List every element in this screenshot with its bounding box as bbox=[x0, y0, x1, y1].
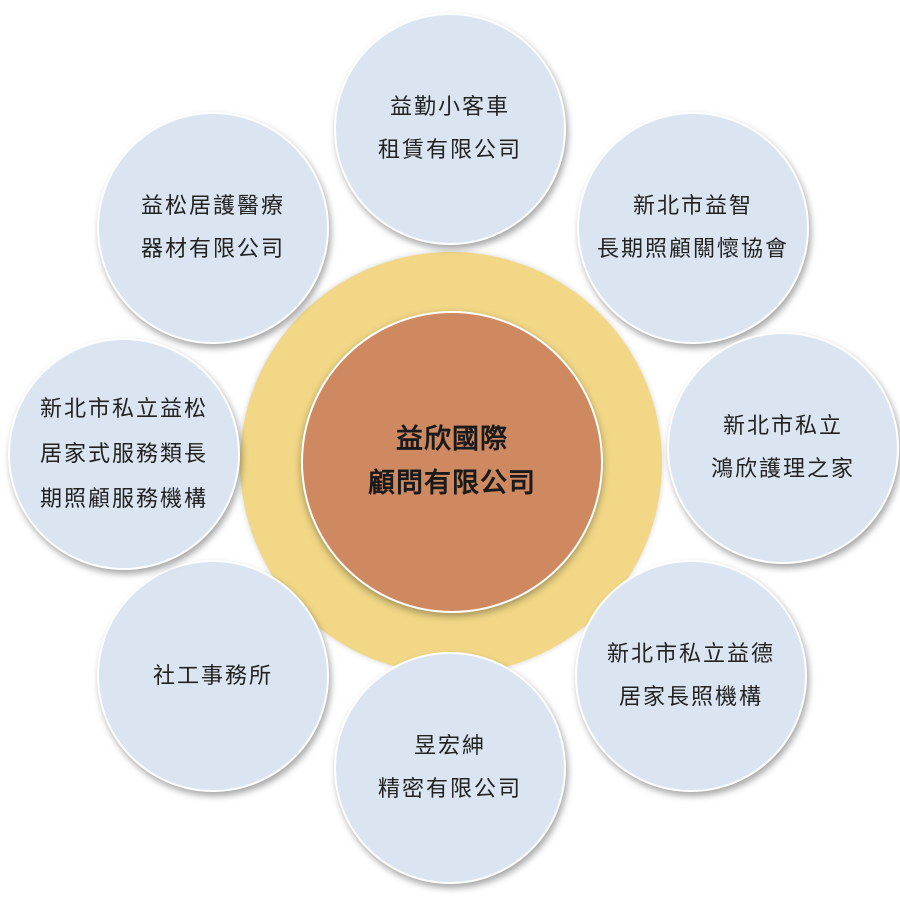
hub-label: 益欣國際 顧問有限公司 bbox=[368, 418, 536, 506]
node-label: 新北市私立 鴻欣護理之家 bbox=[711, 405, 855, 491]
node-yide-home-care: 新北市私立益德 居家長照機構 bbox=[575, 560, 807, 792]
node-label: 新北市益智 長期照顧關懷協會 bbox=[597, 185, 789, 271]
node-label-line: 社工事務所 bbox=[152, 663, 273, 689]
node-label-line: 新北市私立益松 bbox=[39, 396, 208, 422]
node-hongxin-nursing-home: 新北市私立 鴻欣護理之家 bbox=[667, 332, 899, 564]
node-label-line: 新北市益智 bbox=[632, 194, 753, 219]
node-label-line: 昱宏紳 bbox=[413, 734, 486, 759]
node-label-line: 居家式服務類長 bbox=[39, 441, 208, 467]
hub-label-line: 顧問有限公司 bbox=[368, 468, 536, 499]
node-label: 新北市私立益德 居家長照機構 bbox=[607, 633, 775, 719]
node-yiqin-car-rental: 益勤小客車 租賃有限公司 bbox=[334, 13, 566, 245]
node-label-line: 新北市私立 bbox=[722, 414, 843, 439]
node-yisong-home-care-agency: 新北市私立益松 居家式服務類長 期照顧服務機構 bbox=[8, 338, 240, 570]
node-label-line: 新北市私立益德 bbox=[606, 642, 775, 667]
node-label-line: 鴻欣護理之家 bbox=[710, 457, 855, 482]
node-social-work-office: 社工事務所 bbox=[97, 560, 329, 792]
node-label-line: 期照顧服務機構 bbox=[39, 486, 208, 512]
hub-yixin-international-consulting: 益欣國際 顧問有限公司 bbox=[301, 311, 603, 613]
node-yuhongshen-precision: 昱宏紳 精密有限公司 bbox=[334, 652, 566, 884]
node-label: 昱宏紳 精密有限公司 bbox=[378, 725, 522, 811]
node-label: 益勤小客車 租賃有限公司 bbox=[378, 86, 522, 172]
node-label-line: 精密有限公司 bbox=[377, 777, 522, 802]
node-label-line: 居家長照機構 bbox=[618, 685, 763, 710]
node-label-line: 器材有限公司 bbox=[140, 237, 285, 262]
node-label-line: 益勤小客車 bbox=[389, 95, 510, 120]
node-label-line: 租賃有限公司 bbox=[377, 138, 522, 163]
node-label-line: 益松居護醫療 bbox=[140, 194, 285, 219]
node-label: 益松居護醫療 器材有限公司 bbox=[141, 185, 285, 271]
node-label-line: 長期照顧關懷協會 bbox=[596, 237, 789, 262]
node-label: 新北市私立益松 居家式服務類長 期照顧服務機構 bbox=[40, 387, 208, 522]
node-yisong-medical-equipment: 益松居護醫療 器材有限公司 bbox=[97, 112, 329, 344]
node-yizhi-care-association: 新北市益智 長期照顧關懷協會 bbox=[577, 112, 809, 344]
hub-label-line: 益欣國際 bbox=[396, 424, 508, 455]
node-label: 社工事務所 bbox=[153, 655, 273, 698]
